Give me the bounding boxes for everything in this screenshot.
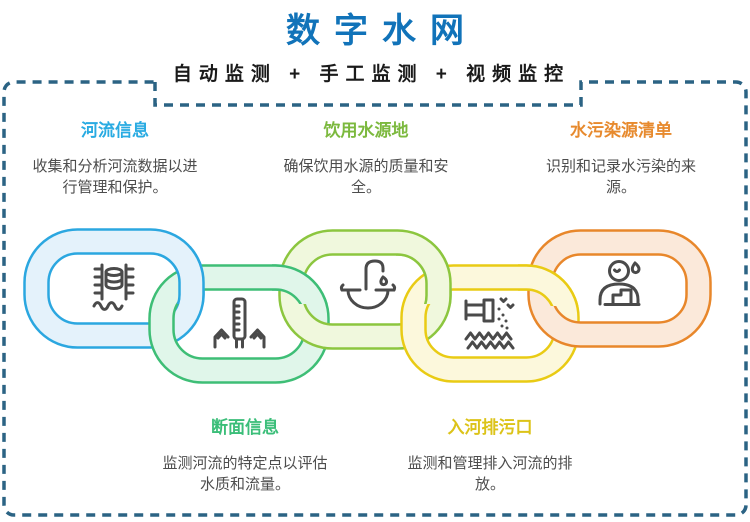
faucet-basin-icon bbox=[339, 259, 397, 310]
section-title-sewage-outlet: 入河排污口 bbox=[447, 418, 533, 437]
section-title-pollution-list: 水污染源清单 bbox=[570, 121, 672, 140]
person-drop-icon bbox=[598, 260, 641, 306]
section-desc-river-info: 收集和分析河流数据以进行管理和保护。 bbox=[32, 158, 198, 196]
section-section-info: 断面信息 监测河流的特定点以评估水质和流量。 bbox=[145, 417, 345, 495]
section-sewage-outlet: 入河排污口 监测和管理排入河流的排放。 bbox=[390, 417, 590, 495]
section-title-section-info: 断面信息 bbox=[211, 418, 279, 437]
section-desc-pollution-list: 识别和记录水污染的来源。 bbox=[545, 158, 696, 196]
section-pollution-list: 水污染源清单 识别和记录水污染的来源。 bbox=[521, 120, 721, 198]
dashed-border bbox=[2, 80, 748, 517]
drinking-water-ring-overlap bbox=[396, 246, 452, 304]
section-desc-section-info: 监测河流的特定点以评估水质和流量。 bbox=[162, 455, 328, 493]
section-desc-sewage-outlet: 监测和管理排入河流的排放。 bbox=[407, 455, 573, 493]
cross-section-gauge-icon bbox=[213, 297, 266, 349]
subtitle-banner: 自动监测 + 手工监测 + 视频监控 bbox=[172, 64, 571, 85]
section-title-river-info: 河流信息 bbox=[81, 121, 149, 140]
section-river-info: 河流信息 收集和分析河流数据以进行管理和保护。 bbox=[15, 120, 215, 198]
page-title: 数字水网 bbox=[286, 12, 478, 50]
outfall-pipe-icon bbox=[464, 297, 515, 350]
section-title-drinking-water: 饮用水源地 bbox=[323, 121, 409, 140]
river-info-ring-overlap bbox=[158, 246, 205, 304]
section-drinking-water: 饮用水源地 确保饮用水源的质量和安全。 bbox=[266, 120, 466, 198]
water-level-gauge-icon bbox=[92, 263, 135, 311]
section-desc-drinking-water: 确保饮用水源的质量和安全。 bbox=[283, 158, 449, 196]
